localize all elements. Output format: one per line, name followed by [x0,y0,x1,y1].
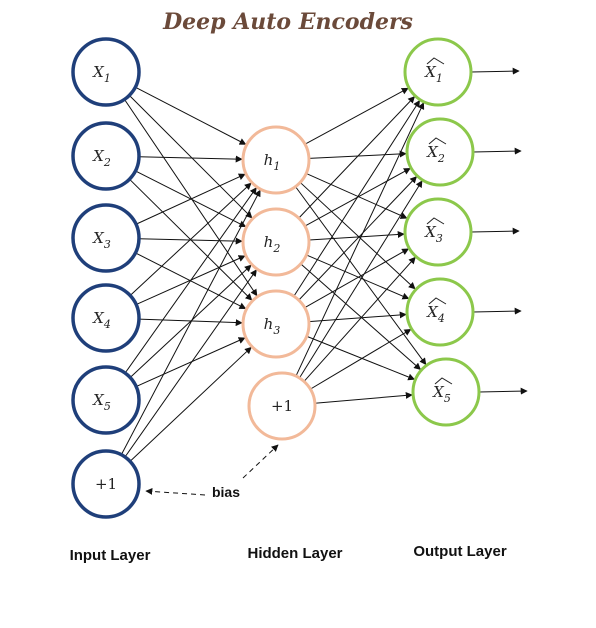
input-node-circle [71,283,141,353]
input-node-label: X5 [92,391,111,413]
output-node-label: X5 [432,383,451,405]
hidden-node-circle [241,125,311,195]
bias-arrow-hidden [242,444,279,479]
edge-hidden-1-output-1 [304,87,409,145]
input-node-2: X2 [71,121,141,191]
edge-input-6-hidden-1 [120,189,261,456]
hidden-node-4: +1 [247,371,317,441]
edge-hidden-1-output-4 [299,182,416,290]
output-arrow-3 [470,227,520,235]
edge-input-6-hidden-3 [129,346,252,462]
output-layer-label: Output Layer [413,543,507,560]
output-node-label: X3 [424,223,443,245]
input-node-label: X4 [92,309,111,331]
output-node-2: X2 [405,117,475,187]
hidden-node-circle [241,289,311,359]
output-node-label: X4 [426,303,445,325]
hat-accent [426,57,445,65]
hat-accent [434,377,453,385]
output-node-circle [405,277,475,347]
input-node-label: X2 [92,147,111,169]
hidden-node-label: h2 [264,233,281,255]
edge-hidden-3-output-1 [293,100,421,297]
hidden-node-label: h3 [264,315,281,337]
diagram-title: Deep Auto Encoders [162,9,413,35]
hidden-node-circle [241,207,311,277]
input-node-3: X3 [71,203,141,273]
edge-hidden-3-output-4 [308,311,407,323]
output-arrow-1 [470,67,520,75]
hidden-node-label: +1 [271,397,293,415]
input-node-5: X5 [71,365,141,435]
edge-hidden-4-output-5 [314,391,413,404]
edge-hidden-2-output-4 [306,254,410,300]
input-node-circle [71,365,141,435]
edge-input-5-hidden-2 [129,264,252,378]
output-arrow-4 [472,307,522,315]
edge-input-5-hidden-1 [124,187,257,374]
hidden-node-3: h3 [241,289,311,359]
output-node-3: X3 [403,197,473,267]
output-node-circle [403,197,473,267]
input-node-circle [71,449,141,519]
hat-accent [428,137,447,145]
edge-input-1-hidden-2 [128,94,253,219]
edge-input-3-hidden-1 [135,173,246,225]
hat-accent [428,297,447,305]
edge-hidden-1-output-3 [305,172,408,219]
hidden-node-1: h1 [241,125,311,195]
input-node-label: X3 [92,229,111,251]
output-arrow-2 [472,147,522,155]
edge-input-4-hidden-1 [129,182,252,296]
input-node-circle [71,121,141,191]
input-node-6: +1 [71,449,141,519]
edge-hidden-4-output-3 [303,256,416,382]
output-node-circle [405,117,475,187]
input-layer-label: Input Layer [70,547,151,564]
edge-hidden-2-output-5 [300,263,422,370]
edge-input-1-hidden-1 [135,86,247,145]
output-node-label: X1 [424,63,443,85]
output-node-circle [403,37,473,107]
edge-hidden-3-output-3 [304,248,410,309]
edge-input-2-hidden-1 [138,155,243,163]
input-node-1: X1 [71,37,141,107]
edge-input-1-hidden-3 [124,99,258,297]
output-node-4: X4 [405,277,475,347]
hidden-node-circle [247,371,317,441]
input-node-label: X1 [92,63,111,85]
connections [120,67,528,462]
edge-hidden-4-output-2 [299,180,423,379]
edge-hidden-2-output-1 [298,96,416,219]
edge-input-5-hidden-3 [135,337,246,387]
bias-label: bias [212,484,240,500]
input-node-circle [71,203,141,273]
hidden-layer-label: Hidden Layer [247,545,342,562]
hidden-node-2: h2 [241,207,311,277]
edge-hidden-4-output-4 [310,328,412,390]
edge-hidden-3-output-2 [298,176,418,301]
output-arrow-5 [478,387,528,395]
edge-hidden-3-output-5 [306,335,416,381]
input-node-circle [71,37,141,107]
output-node-1: X1 [403,37,473,107]
hidden-node-label: h1 [264,151,281,173]
bias-arrow-input [145,487,206,496]
input-node-label: +1 [95,475,117,493]
edge-hidden-4-output-1 [295,102,425,377]
edge-input-6-hidden-2 [124,269,257,458]
output-node-label: X2 [426,143,445,165]
hat-accent [426,217,445,225]
output-node-circle [411,357,481,427]
output-node-5: X5 [411,357,481,427]
input-node-4: X4 [71,283,141,353]
